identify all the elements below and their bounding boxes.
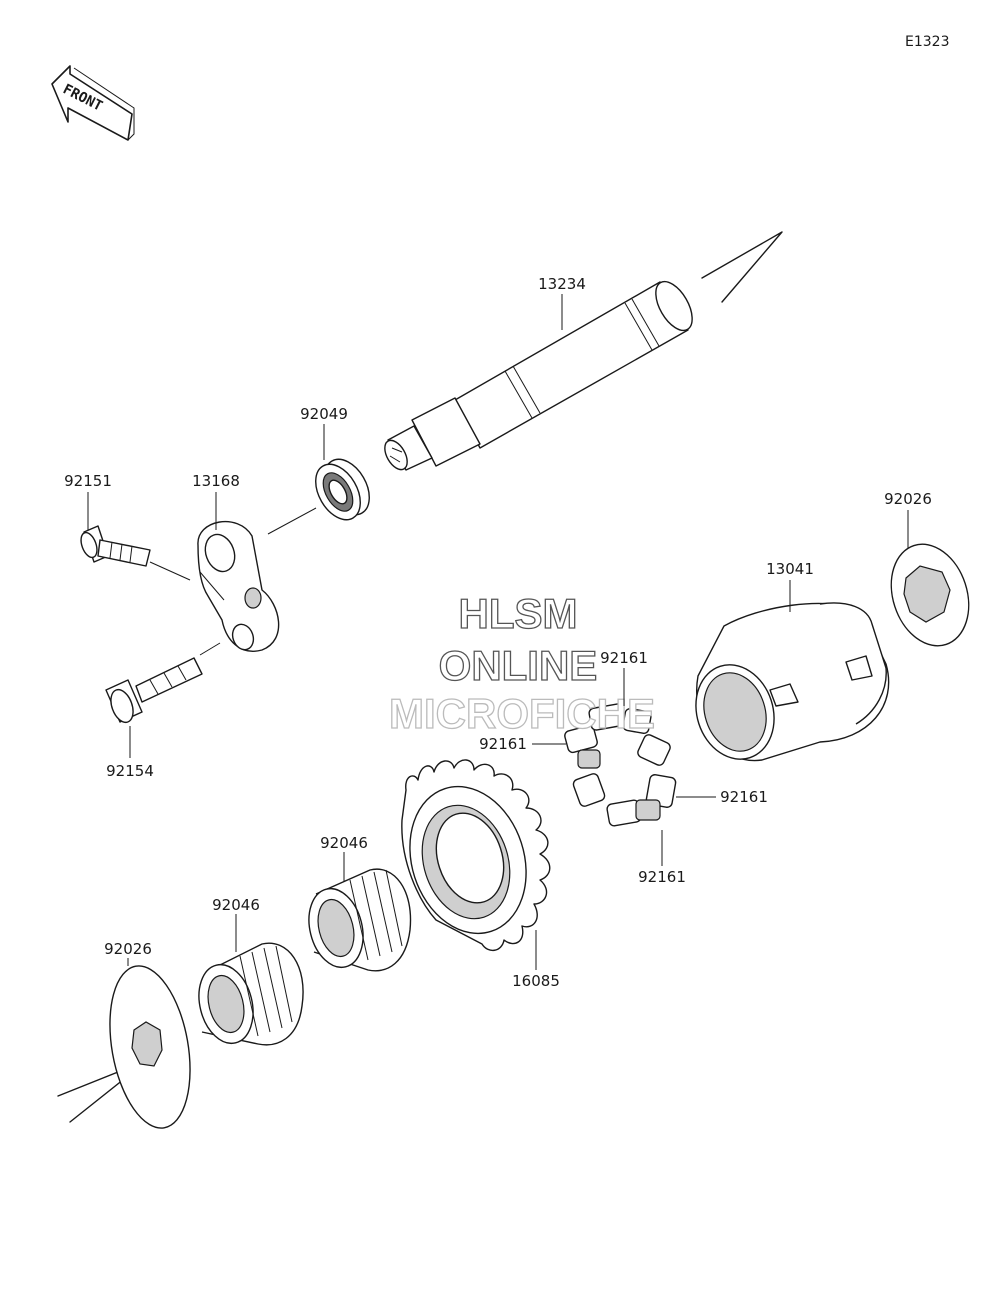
needle-bearing-lower xyxy=(198,942,304,1046)
diagram-code: E1323 xyxy=(905,34,949,50)
label-13234: 13234 xyxy=(538,275,586,293)
label-92026-right: 92026 xyxy=(884,490,932,508)
watermark-line-1: HLSM xyxy=(459,590,578,637)
ball-bearing xyxy=(315,458,370,521)
clutch-hub xyxy=(695,602,890,762)
leader-lines xyxy=(87,294,909,970)
label-13168: 13168 xyxy=(192,472,240,490)
flange-bolt-upper xyxy=(80,525,151,567)
thrust-washer-left xyxy=(109,965,191,1129)
label-92026-left: 92026 xyxy=(104,940,152,958)
label-92046-lower: 92046 xyxy=(212,896,260,914)
watermark-line-2: ONLINE xyxy=(439,642,598,689)
label-92046-upper: 92046 xyxy=(320,834,368,852)
watermark-line-3: MICROFICHE xyxy=(389,690,655,737)
label-92154: 92154 xyxy=(106,762,154,780)
needle-bearing-upper xyxy=(308,868,412,972)
label-92161-bottom: 92161 xyxy=(638,868,686,886)
label-13041: 13041 xyxy=(766,560,814,578)
flange-bolt-lower xyxy=(105,657,203,724)
label-92049: 92049 xyxy=(300,405,348,423)
label-16085: 16085 xyxy=(512,972,560,990)
label-92161-left: 92161 xyxy=(479,735,527,753)
watermark: HLSM ONLINE MICROFICHE xyxy=(388,589,655,737)
part-labels: 13234 92049 92151 13168 92154 92026 1304… xyxy=(64,275,932,990)
label-92161-right: 92161 xyxy=(720,788,768,806)
thrust-washer-right xyxy=(890,543,970,647)
label-92161-top: 92161 xyxy=(600,649,648,667)
shaft xyxy=(384,280,693,471)
spur-gear xyxy=(401,759,551,951)
label-92151: 92151 xyxy=(64,472,112,490)
rubber-dampers xyxy=(564,703,677,827)
front-arrow-icon: FRONT xyxy=(51,65,135,141)
lever-arm xyxy=(197,520,280,652)
